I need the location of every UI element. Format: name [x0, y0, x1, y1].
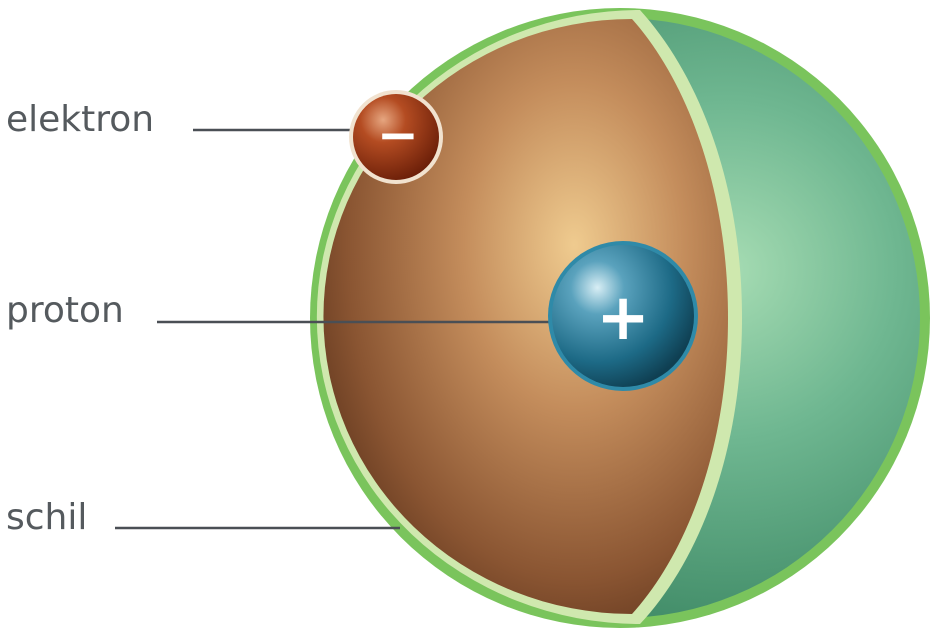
- electron-charge-symbol: −: [377, 106, 419, 164]
- proton-charge-symbol: +: [596, 281, 650, 355]
